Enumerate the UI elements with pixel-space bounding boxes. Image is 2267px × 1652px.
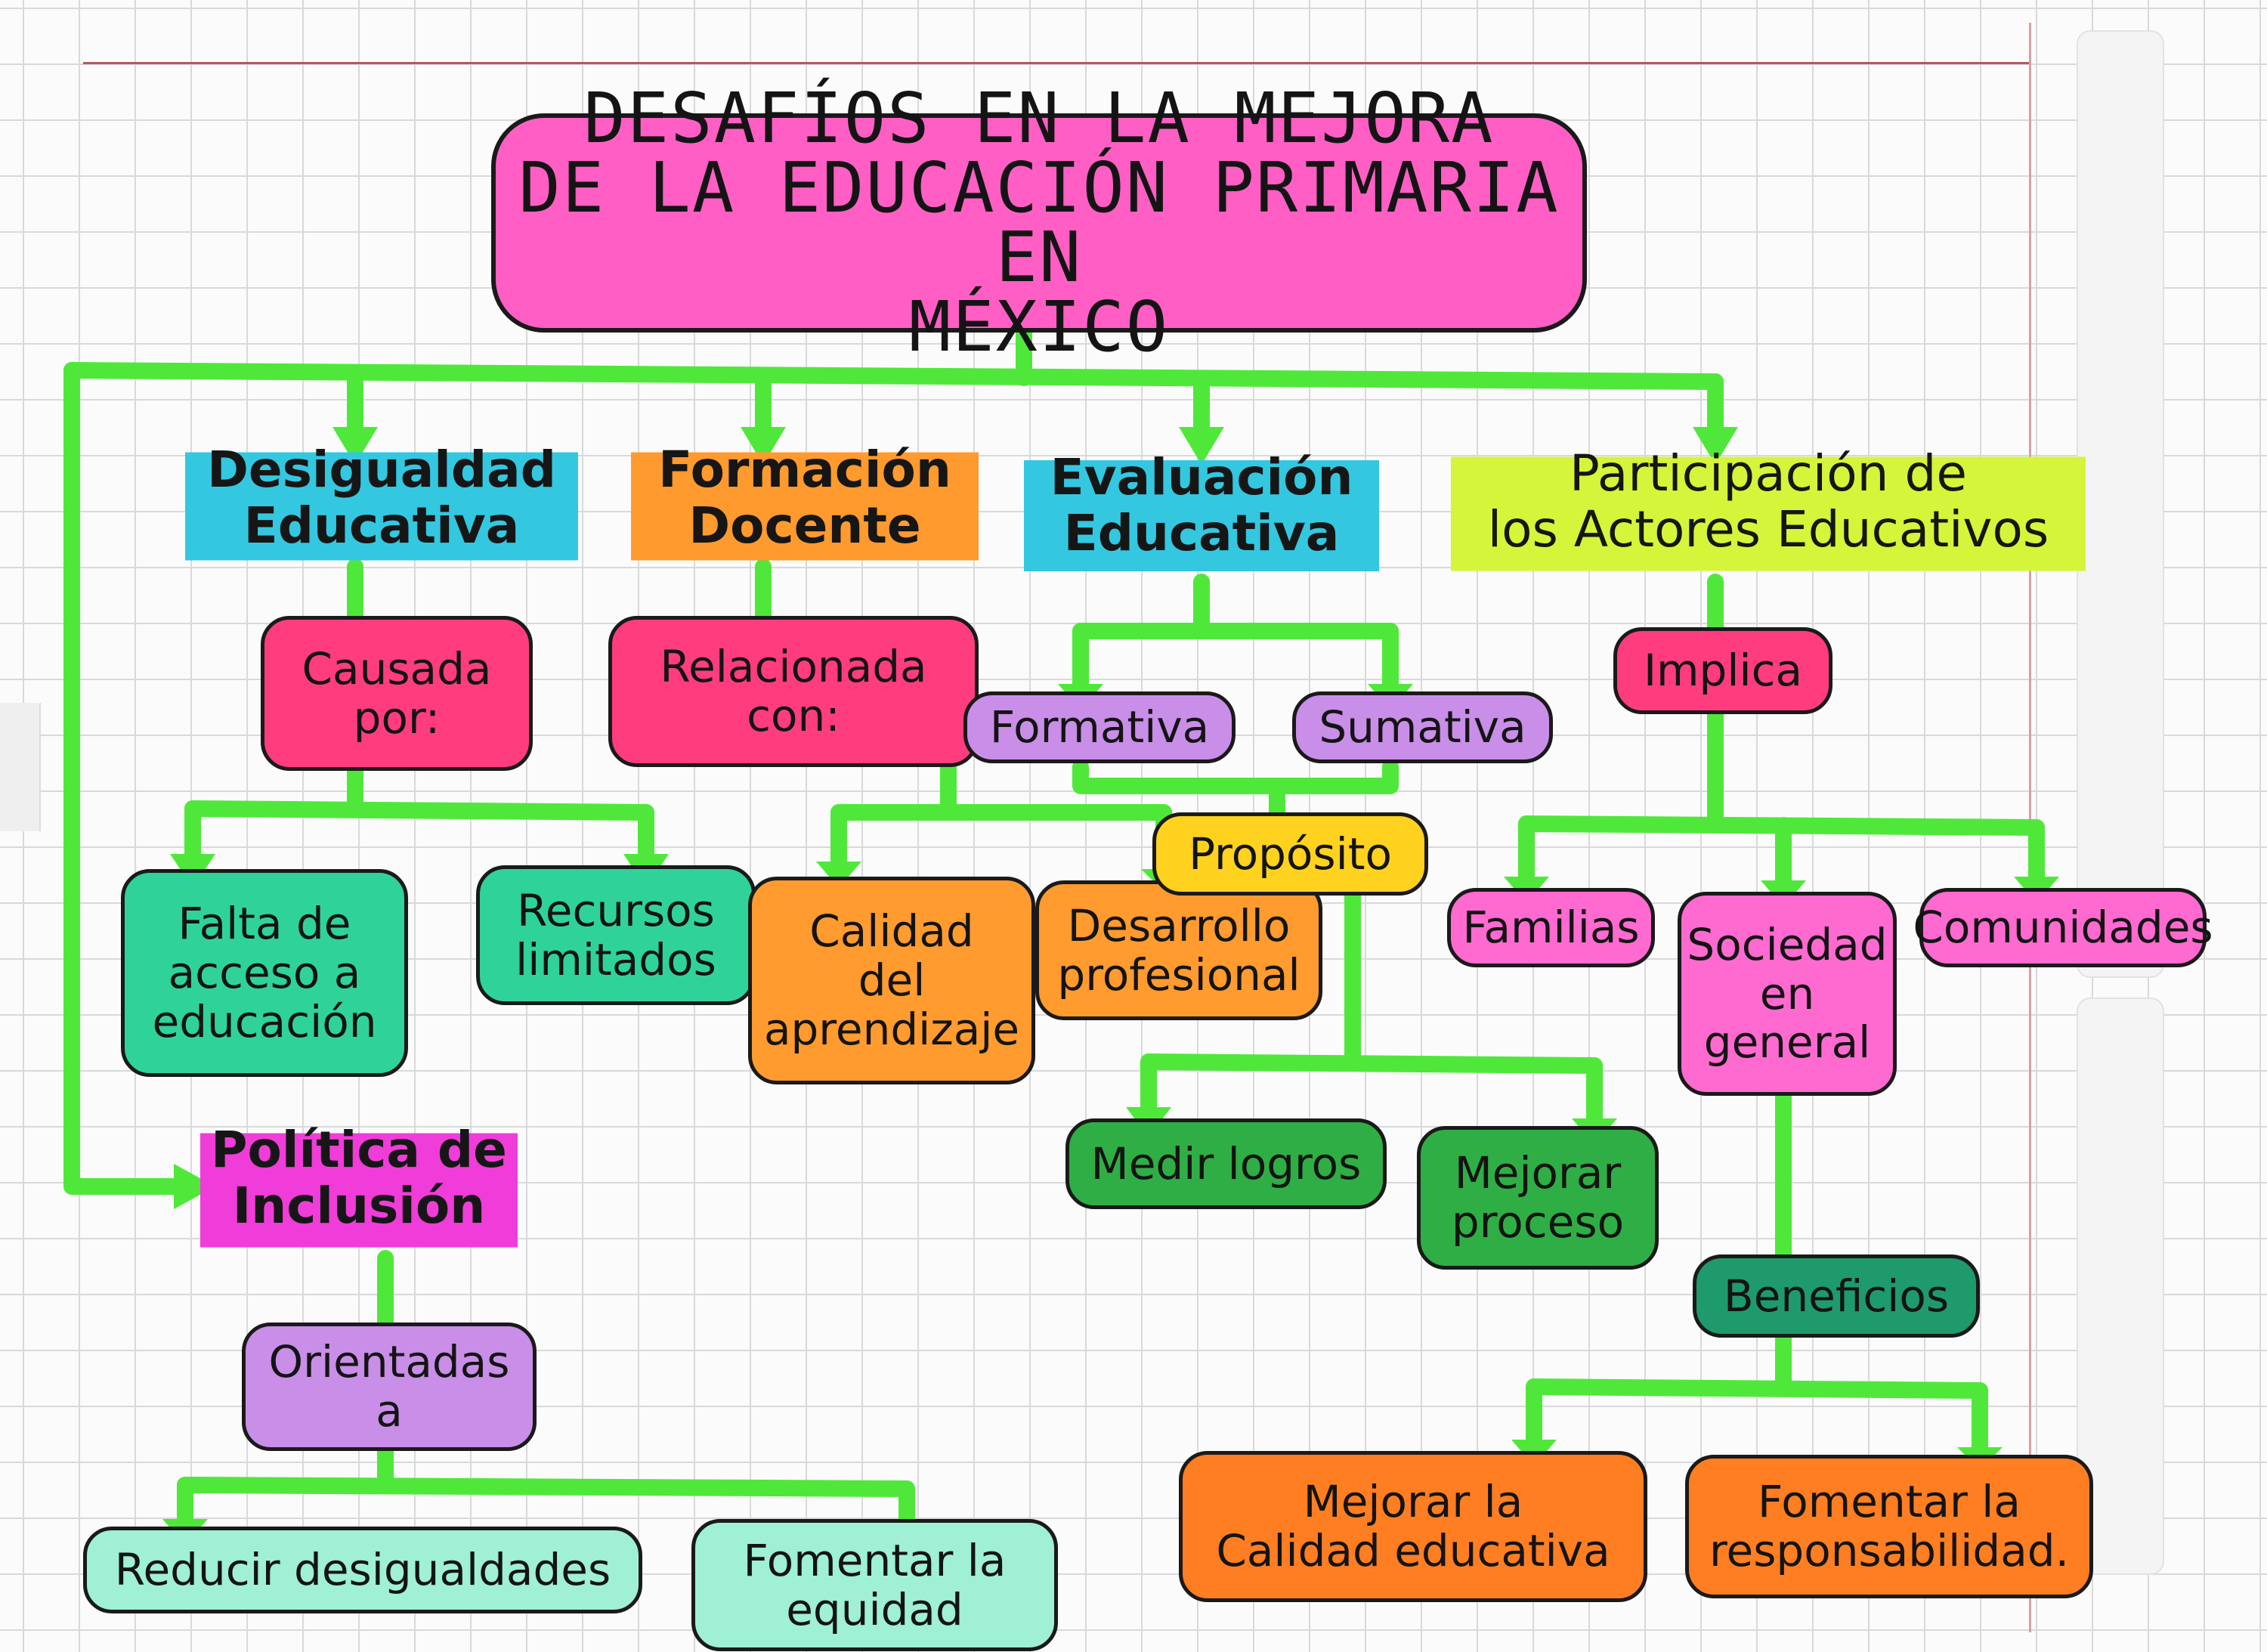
- node-mejorar-calidad-educativa: Mejorar la Calidad educativa: [1179, 1451, 1647, 1602]
- beneficios-bus: [1526, 1378, 1988, 1399]
- node-desarrollo-profesional: Desarrollo profesional: [1035, 880, 1322, 1020]
- politica-bus: [177, 1477, 915, 1497]
- node-falta-acceso: Falta de acceso a educación: [121, 869, 408, 1077]
- connector-relacionada-con: Relacionada con:: [608, 616, 979, 767]
- node-mejorar-proceso: Mejorar proceso: [1417, 1126, 1659, 1270]
- connector-proposito: Propósito: [1152, 812, 1428, 896]
- arrowhead-evaluacion: [1179, 427, 1224, 465]
- page-top-margin-line: [83, 62, 2029, 64]
- connector-implica: Implica: [1613, 627, 1832, 714]
- heading-desigualdad-educativa: Desigualdad Educativa: [185, 442, 578, 571]
- node-sumativa: Sumativa: [1292, 691, 1553, 763]
- arrowhead-politica: [174, 1164, 215, 1209]
- heading-participacion-actores: Participación de los Actores Educativos: [1451, 446, 2086, 582]
- node-reducir-desigualdades: Reducir desigualdades: [83, 1527, 642, 1613]
- connector-causada-por: Causada por:: [261, 616, 533, 771]
- desigualdad-bus: [184, 800, 654, 821]
- node-recursos-limitados: Recursos limitados: [476, 865, 756, 1005]
- node-fomentar-equidad: Fomentar la equidad: [691, 1519, 1058, 1651]
- left-spine-line: [63, 362, 182, 1195]
- connector-orientadas-a: Orientadas a: [242, 1323, 537, 1451]
- heading-evaluacion-educativa: Evaluación Educativa: [1024, 450, 1379, 582]
- node-fomentar-responsabilidad: Fomentar la responsabilidad.: [1685, 1455, 2093, 1598]
- heading-politica-inclusion: Política de Inclusión: [200, 1122, 518, 1258]
- notebook-tab-top: [2077, 30, 2164, 978]
- node-sociedad-en-general: Sociedad en general: [1678, 892, 1897, 1096]
- main-branch-bus: [63, 362, 1724, 390]
- node-comunidades: Comunidades: [1913, 888, 2213, 967]
- heading-formacion-docente: Formación Docente: [631, 442, 979, 571]
- arrowhead-calidad: [816, 862, 861, 888]
- node-calidad-aprendizaje: Calidad del aprendizaje: [748, 877, 1035, 1084]
- node-formativa: Formativa: [963, 691, 1236, 763]
- node-medir-logros: Medir logros: [1065, 1118, 1387, 1209]
- evaluacion-merge-line: [1072, 759, 1399, 794]
- proposito-bus: [1140, 1053, 1603, 1074]
- map-title: DESAFÍOS EN LA MEJORA DE LA EDUCACIÓN PR…: [491, 84, 1587, 362]
- node-familias: Familias: [1447, 888, 1655, 967]
- binder-holes: [0, 703, 41, 831]
- connector-beneficios: Beneficios: [1693, 1254, 1980, 1338]
